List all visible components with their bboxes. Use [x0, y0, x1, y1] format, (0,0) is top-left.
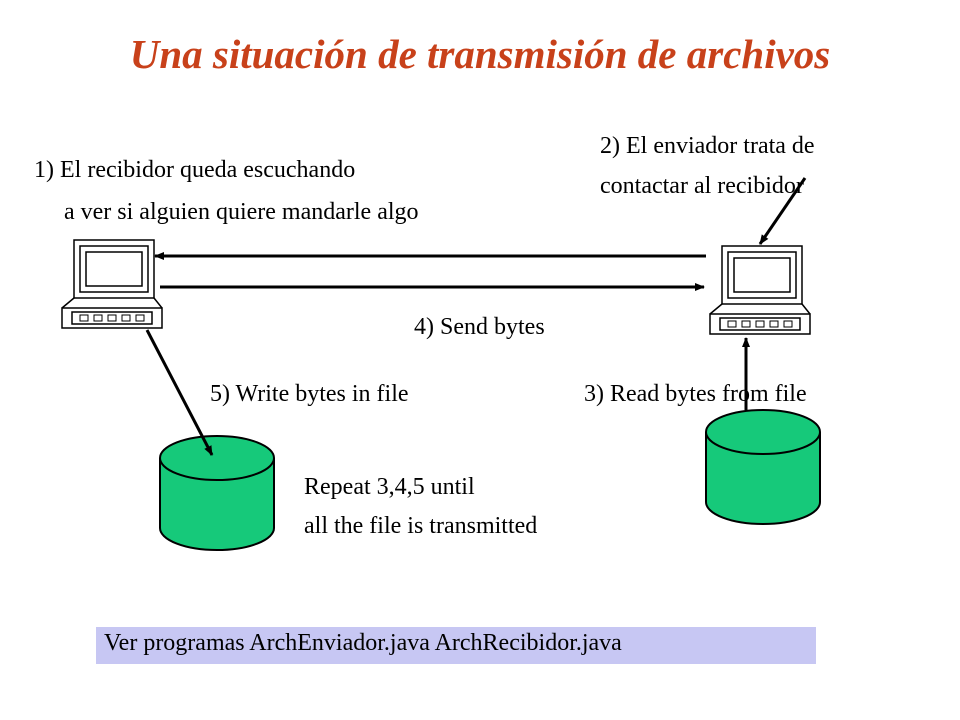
page-title: Una situación de transmisión de archivos	[129, 31, 831, 77]
programs-note: Ver programas ArchEnviador.java ArchReci…	[96, 627, 816, 664]
step2-pointer-arrow	[758, 177, 807, 245]
repeat-label-line1: Repeat 3,4,5 until	[304, 474, 475, 500]
step4-label: 4) Send bytes	[414, 314, 545, 340]
sender-file-database-icon	[705, 409, 821, 525]
step2-label-line2: contactar al recibidor	[600, 173, 804, 199]
sender-computer-icon	[709, 245, 811, 335]
receiver-computer-icon	[61, 239, 163, 329]
programs-note-text: Ver programas ArchEnviador.java ArchReci…	[104, 630, 622, 656]
step5-label: 5) Write bytes in file	[210, 381, 409, 407]
step1-label-line2: a ver si alguien quiere mandarle algo	[64, 199, 419, 225]
step2-label-line1: 2) El enviador trata de	[600, 133, 815, 159]
step1-label-line1: 1) El recibidor queda escuchando	[34, 157, 356, 183]
write-bytes-arrow	[145, 329, 214, 456]
receiver-file-database-icon	[159, 435, 275, 551]
repeat-label-line2: all the file is transmitted	[304, 513, 538, 539]
step3-label: 3) Read bytes from file	[584, 381, 807, 407]
